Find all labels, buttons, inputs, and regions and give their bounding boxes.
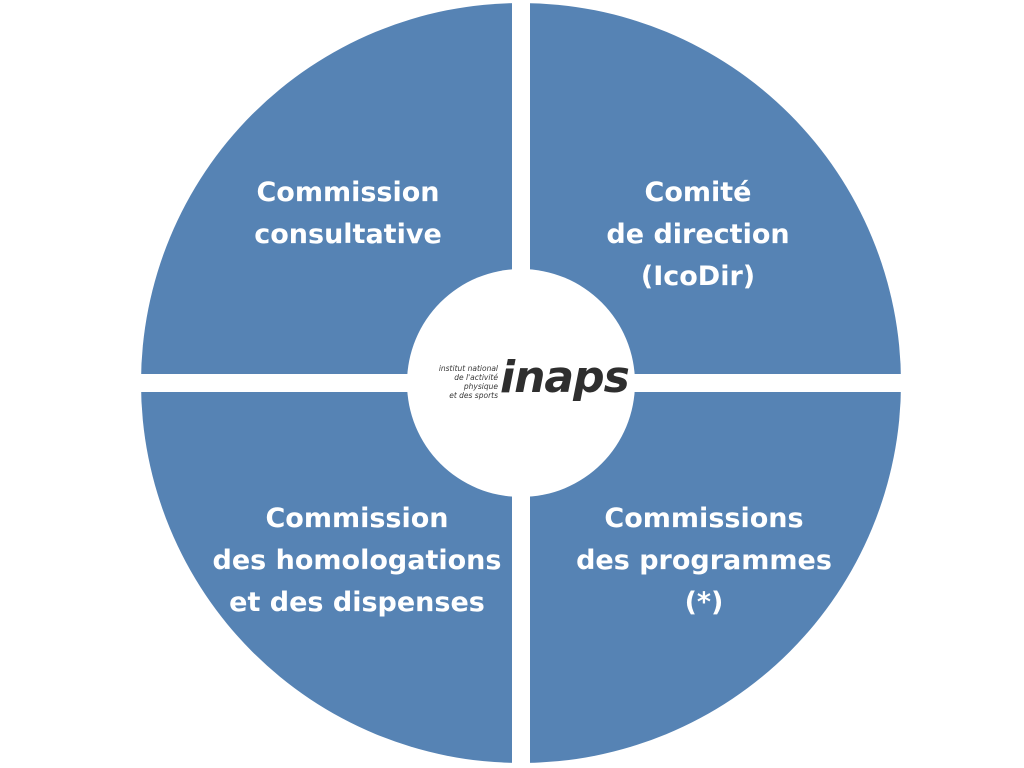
label-line: des homologations: [212, 545, 502, 576]
quadrant-bottom-left-label: Commission des homologations et des disp…: [213, 498, 502, 624]
logo-tagline: institut national de l'activité physique…: [420, 364, 498, 400]
label-line: (IcoDir): [640, 261, 756, 292]
tagline-line: et des sports: [449, 391, 498, 400]
label-line: de direction: [606, 219, 790, 250]
logo-wordmark: inaps: [500, 352, 630, 403]
label-line: Commissions: [604, 503, 804, 534]
center-circle: [407, 269, 635, 497]
label-line: et des dispenses: [229, 587, 485, 618]
label-line: Comité: [644, 177, 752, 208]
tagline-line: de l'activité physique: [454, 373, 498, 391]
quadrant-bottom-right-label: Commissions des programmes (*): [576, 498, 832, 624]
label-line: (*): [684, 587, 724, 618]
label-line: Commission: [265, 503, 449, 534]
label-line: des programmes: [576, 545, 832, 576]
label-line: Commission: [256, 177, 440, 208]
quadrant-top-right-label: Comité de direction (IcoDir): [606, 172, 789, 298]
label-line: consultative: [254, 219, 442, 250]
inaps-logo: institut national de l'activité physique…: [420, 352, 630, 406]
tagline-line: institut national: [438, 364, 498, 373]
quadrant-top-left-label: Commission consultative: [254, 172, 442, 256]
